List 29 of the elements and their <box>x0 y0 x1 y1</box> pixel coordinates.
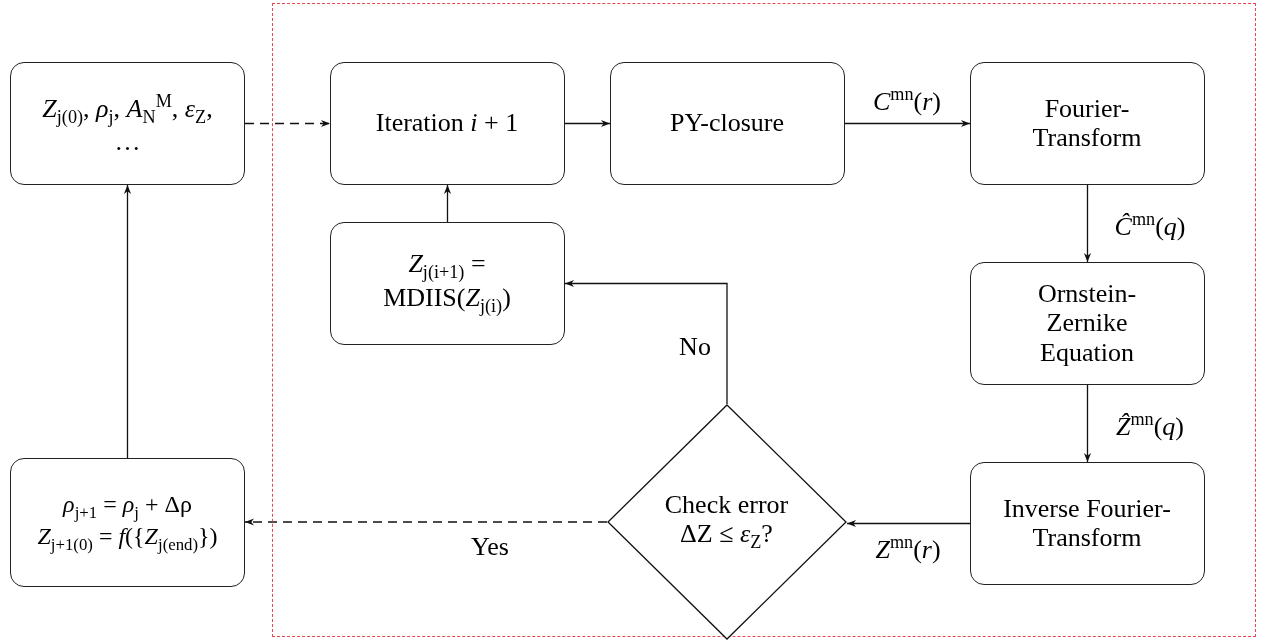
node-text: Ornstein-Zernike Equation <box>1036 279 1138 367</box>
node-text: Z$_{j(i+1)}$ = MDIIS(Z$_{j(i)}$) <box>382 249 512 317</box>
node-text: Check error ΔZ ≤ ε$_{Z}$? <box>663 490 790 553</box>
node-text: ρ$_{j+1}$ = ρ$_{j}$ + Δρ Z$_{j+1(0)}$ = f({Z$_{j(end)}$}) <box>36 490 219 555</box>
node-text: Iteration i + 1 <box>374 108 520 138</box>
node-text: Z$_{j(0)}$, ρ$_{j}$, A$_{N}$$^{M}$, ε$_{Z}$, … <box>41 90 214 157</box>
process-box <box>329 61 565 185</box>
arrow <box>244 518 608 526</box>
arrow <box>443 184 452 223</box>
process-box <box>609 61 845 185</box>
node-text: Fourier-Transform <box>1031 93 1143 153</box>
arrow <box>844 119 971 128</box>
node-text: Inverse Fourier-Transform <box>1002 493 1172 553</box>
process-box <box>969 261 1205 385</box>
node-text: PY-closure <box>668 108 786 138</box>
process-box <box>10 62 245 185</box>
process-box <box>10 458 245 587</box>
arrow <box>244 119 331 128</box>
dashed-frame <box>272 3 1256 637</box>
process-box <box>969 461 1205 585</box>
arrow <box>1083 184 1092 263</box>
arrow <box>123 184 132 459</box>
process-box <box>329 221 565 345</box>
process-box <box>969 61 1205 185</box>
arrow <box>564 279 728 405</box>
arrow <box>846 519 971 528</box>
arrow <box>1083 384 1092 463</box>
arrow <box>564 119 611 128</box>
decision-diamond <box>606 403 847 640</box>
